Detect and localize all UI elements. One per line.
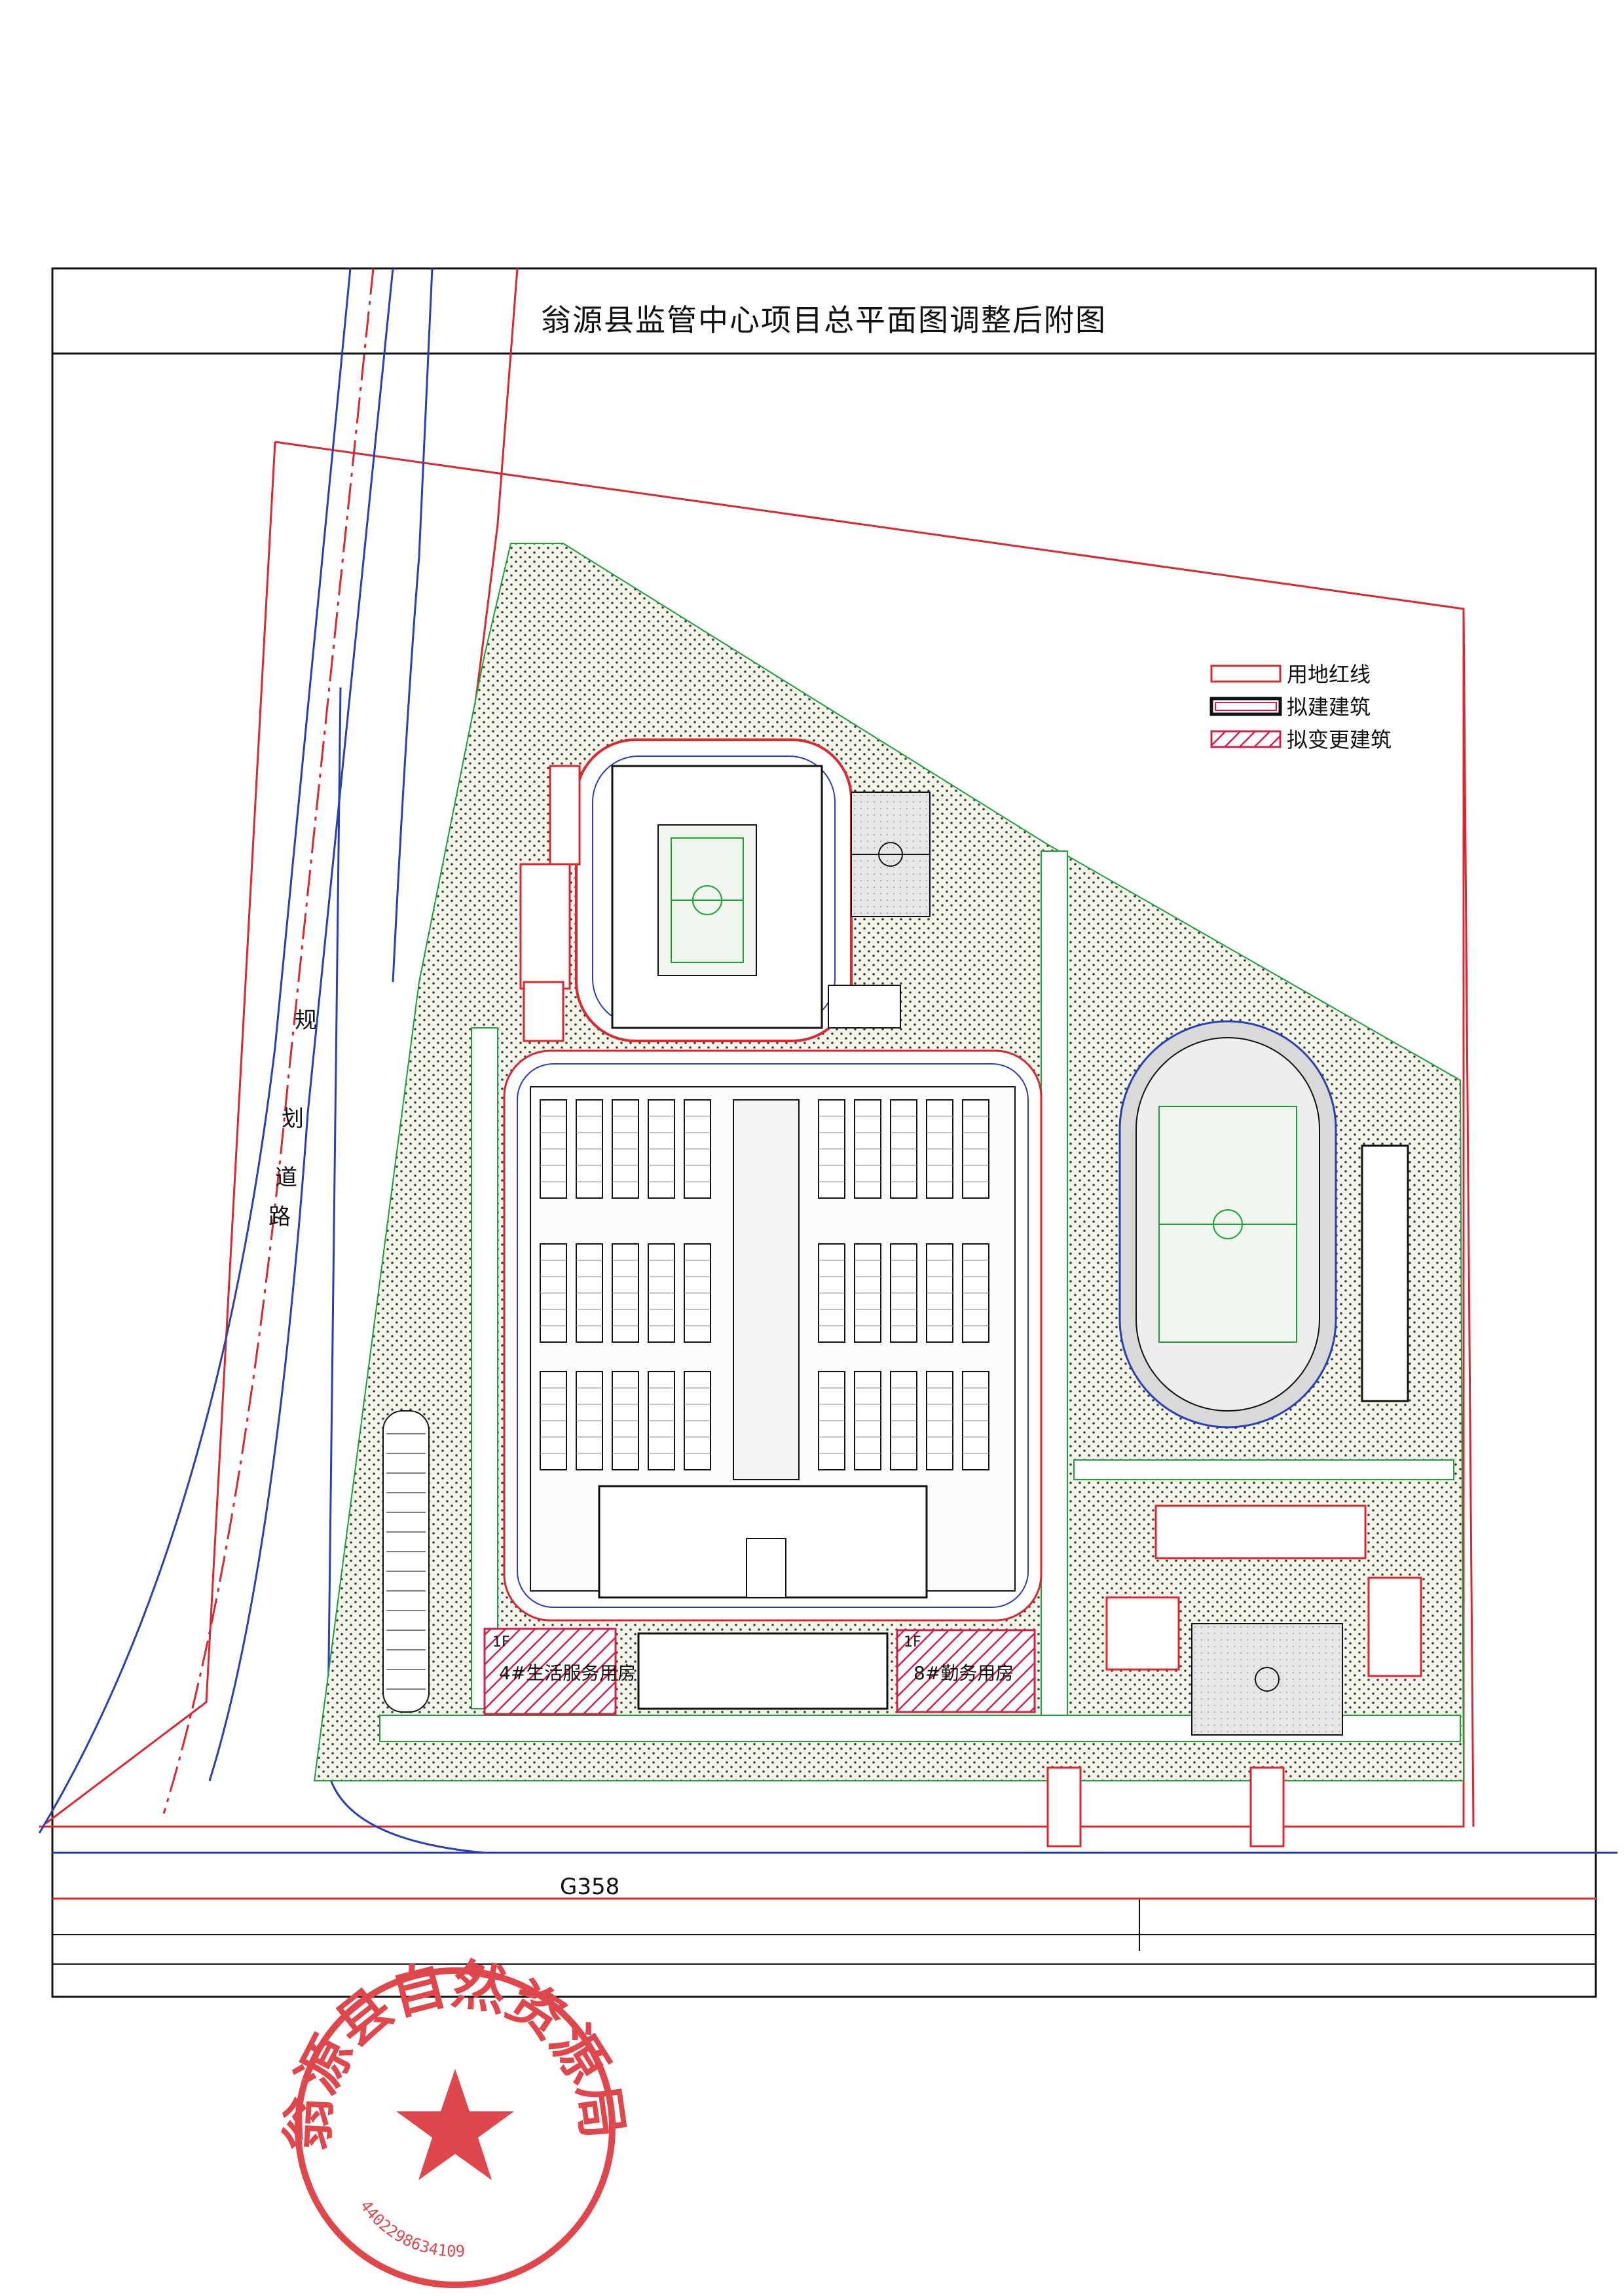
internal-roads	[379, 850, 1461, 1742]
drawing-title: 翁源县监管中心项目总平面图调整后附图	[541, 302, 1107, 338]
gymnasium	[575, 738, 853, 1042]
service-building-4: 1F 4#生活服务用房	[492, 1634, 636, 1684]
svg-text:路: 路	[268, 1204, 291, 1230]
drawing-frame	[51, 267, 1597, 1998]
svg-text:8#勤务用房: 8#勤务用房	[913, 1662, 1014, 1684]
legend-item-red-line: 用地红线	[1210, 662, 1371, 687]
svg-text:规: 规	[295, 1008, 317, 1034]
highway-label: G358	[560, 1874, 619, 1900]
g358-highway	[52, 1851, 1596, 1965]
seal-star-icon	[396, 2069, 514, 2180]
property-boundary	[39, 441, 1475, 1828]
running-track	[1118, 1020, 1337, 1429]
official-seal: 翁源县自然资源局 4402298634109	[276, 1952, 635, 2288]
legend-item-changed: 拟变更建筑	[1210, 727, 1392, 752]
svg-text:用地红线: 用地红线	[1287, 662, 1371, 687]
legend: 用地红线 拟建建筑 拟变更建筑	[1209, 662, 1392, 752]
svg-text:拟变更建筑: 拟变更建筑	[1287, 727, 1392, 752]
svg-text:拟建建筑: 拟建建筑	[1287, 695, 1371, 720]
entrance-gates	[1046, 1766, 1285, 1848]
lower-right-buildings	[1105, 1504, 1422, 1736]
central-admin-building	[598, 1485, 928, 1599]
small-utility-building	[828, 985, 901, 1029]
planned-road-label: 规 划 道 路	[268, 1008, 317, 1230]
cell-blocks	[540, 1099, 989, 1480]
top-basketball-court	[851, 792, 931, 917]
svg-text:1F: 1F	[904, 1634, 921, 1650]
bottom-buildings	[483, 1628, 1036, 1715]
svg-text:1F: 1F	[492, 1634, 510, 1650]
central-corridor	[733, 1099, 800, 1480]
svg-text:划: 划	[282, 1106, 304, 1132]
svg-text:道: 道	[275, 1165, 297, 1191]
service-building-8: 1F 8#勤务用房	[904, 1634, 1014, 1684]
parking-strip	[382, 1410, 430, 1713]
left-small-buildings	[519, 765, 581, 1042]
right-side-building	[1361, 1144, 1409, 1402]
legend-item-proposed: 拟建建筑	[1209, 695, 1371, 720]
seal-code: 4402298634109	[356, 2197, 466, 2261]
svg-text:4#生活服务用房: 4#生活服务用房	[499, 1662, 636, 1684]
